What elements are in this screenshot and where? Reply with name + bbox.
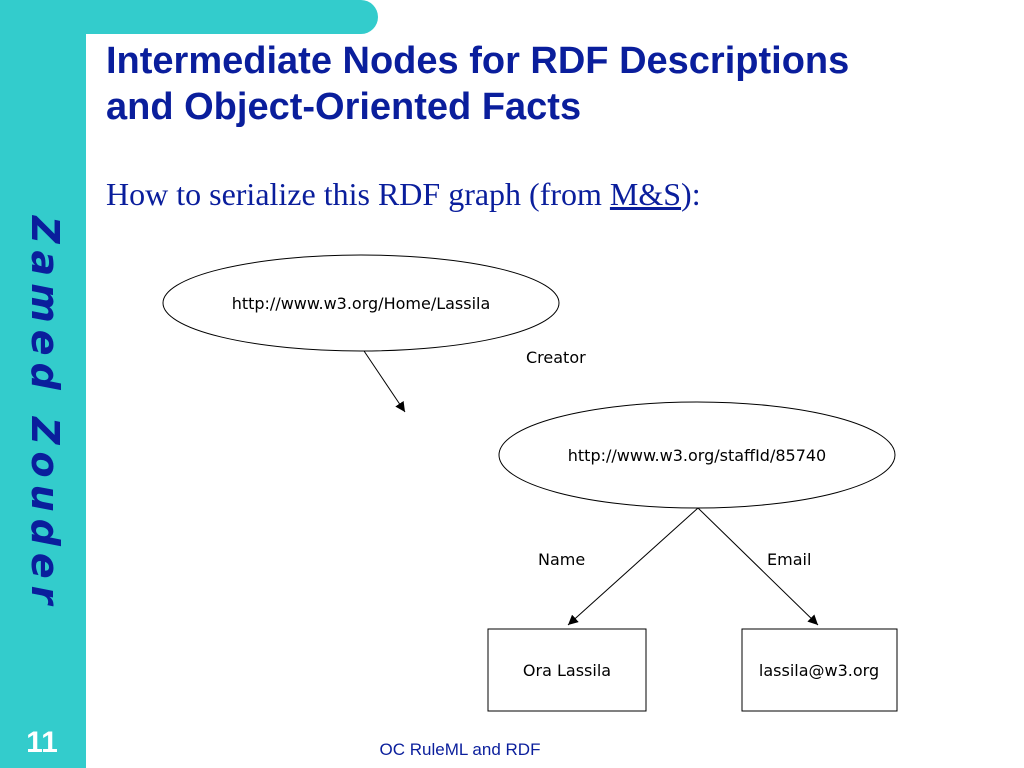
subtitle-prefix: How to serialize this RDF graph (from xyxy=(106,176,610,212)
edge-creator-line xyxy=(359,344,406,413)
footer-text: OC RuleML and RDF xyxy=(379,740,541,759)
side-logo: Zamed Zouder xyxy=(23,215,67,611)
subtitle-suffix: ): xyxy=(681,176,701,212)
node-lassila-home-label: http://www.w3.org/Home/Lassila xyxy=(232,294,491,313)
edge-label-creator: Creator xyxy=(526,348,586,367)
node-lassila-home xyxy=(162,254,560,352)
rdf-graph: Creator Name Email http://www.w3.org/Hom… xyxy=(162,254,898,712)
edge-email-line xyxy=(697,507,819,626)
slide-title-line2: and Object-Oriented Facts xyxy=(106,86,582,128)
edge-label-email: Email xyxy=(767,550,811,569)
node-name-box xyxy=(487,628,647,712)
sidebar-band xyxy=(0,0,86,768)
edge-name-line xyxy=(567,507,699,626)
ms-link[interactable]: M&S xyxy=(609,176,682,212)
subtitle: How to serialize this RDF graph (from M&… xyxy=(106,176,701,213)
slide-title-line1: Intermediate Nodes for RDF Descriptions xyxy=(106,40,850,82)
page-number: 11 xyxy=(26,726,58,759)
node-staff-label: http://www.w3.org/staffId/85740 xyxy=(568,446,826,465)
node-staff xyxy=(498,401,896,509)
side-logo-text: Zamed Zouder xyxy=(23,215,67,611)
node-email-box xyxy=(741,628,898,712)
node-name-label: Ora Lassila xyxy=(523,661,611,680)
slide-title: Intermediate Nodes for RDF Descriptions … xyxy=(106,38,1006,130)
edge-label-name: Name xyxy=(538,550,585,569)
top-accent-tab xyxy=(0,0,378,34)
node-email-label: lassila@w3.org xyxy=(759,661,879,680)
